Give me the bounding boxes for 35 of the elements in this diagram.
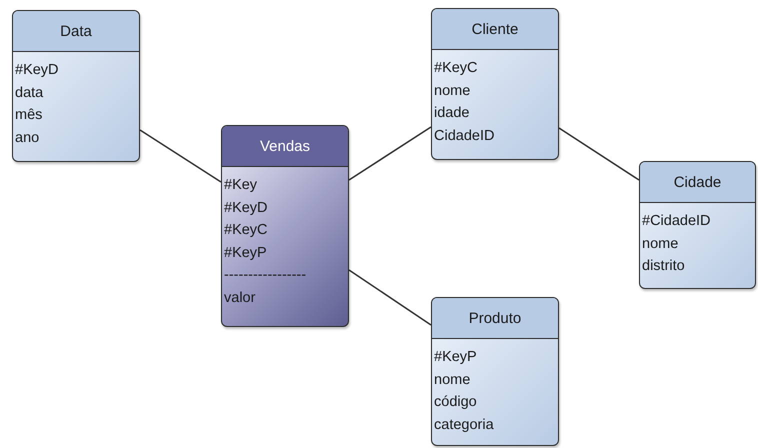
entity-table	[12, 10, 140, 162]
connector-line	[558, 127, 640, 181]
attribute-text: nome	[434, 82, 472, 100]
attribute-text: -----------------	[224, 266, 308, 285]
attribute-text: #KeyD	[15, 61, 60, 80]
attribute-text: #CidadeID	[642, 212, 712, 231]
attribute-text: nome	[642, 234, 680, 254]
attribute-text: #Key	[224, 176, 258, 195]
connector-line	[140, 129, 222, 183]
attribute-text: ano	[15, 128, 40, 148]
entity-name: Cliente	[472, 20, 518, 38]
entity-table	[639, 161, 756, 289]
connector-line	[348, 126, 432, 181]
attribute-text: distrito	[642, 257, 686, 276]
attribute-text: #KeyP	[224, 244, 268, 262]
attribute-text: nome	[434, 370, 472, 390]
attribute-text: #KeyD	[224, 198, 269, 218]
entity-name: Cidade	[674, 174, 722, 190]
entity-table	[431, 297, 559, 446]
attribute-text: #KeyC	[224, 221, 269, 240]
entity-table	[431, 8, 559, 160]
attribute-text: valor	[224, 288, 256, 308]
entity-name: Vendas	[260, 138, 310, 154]
entity-name: Produto	[468, 310, 522, 326]
attribute-text: data	[15, 84, 44, 102]
attribute-text: categoria	[434, 416, 495, 434]
connector-line	[348, 269, 432, 326]
attribute-text: idade	[434, 104, 470, 123]
attribute-text: #KeyC	[434, 59, 479, 78]
entity-table	[221, 125, 349, 327]
attribute-text: #KeyP	[434, 348, 478, 367]
attribute-text: código	[434, 393, 478, 412]
attribute-text: mês	[15, 106, 44, 125]
entity-name: Data	[60, 22, 92, 40]
attribute-text: CidadeID	[434, 126, 496, 146]
